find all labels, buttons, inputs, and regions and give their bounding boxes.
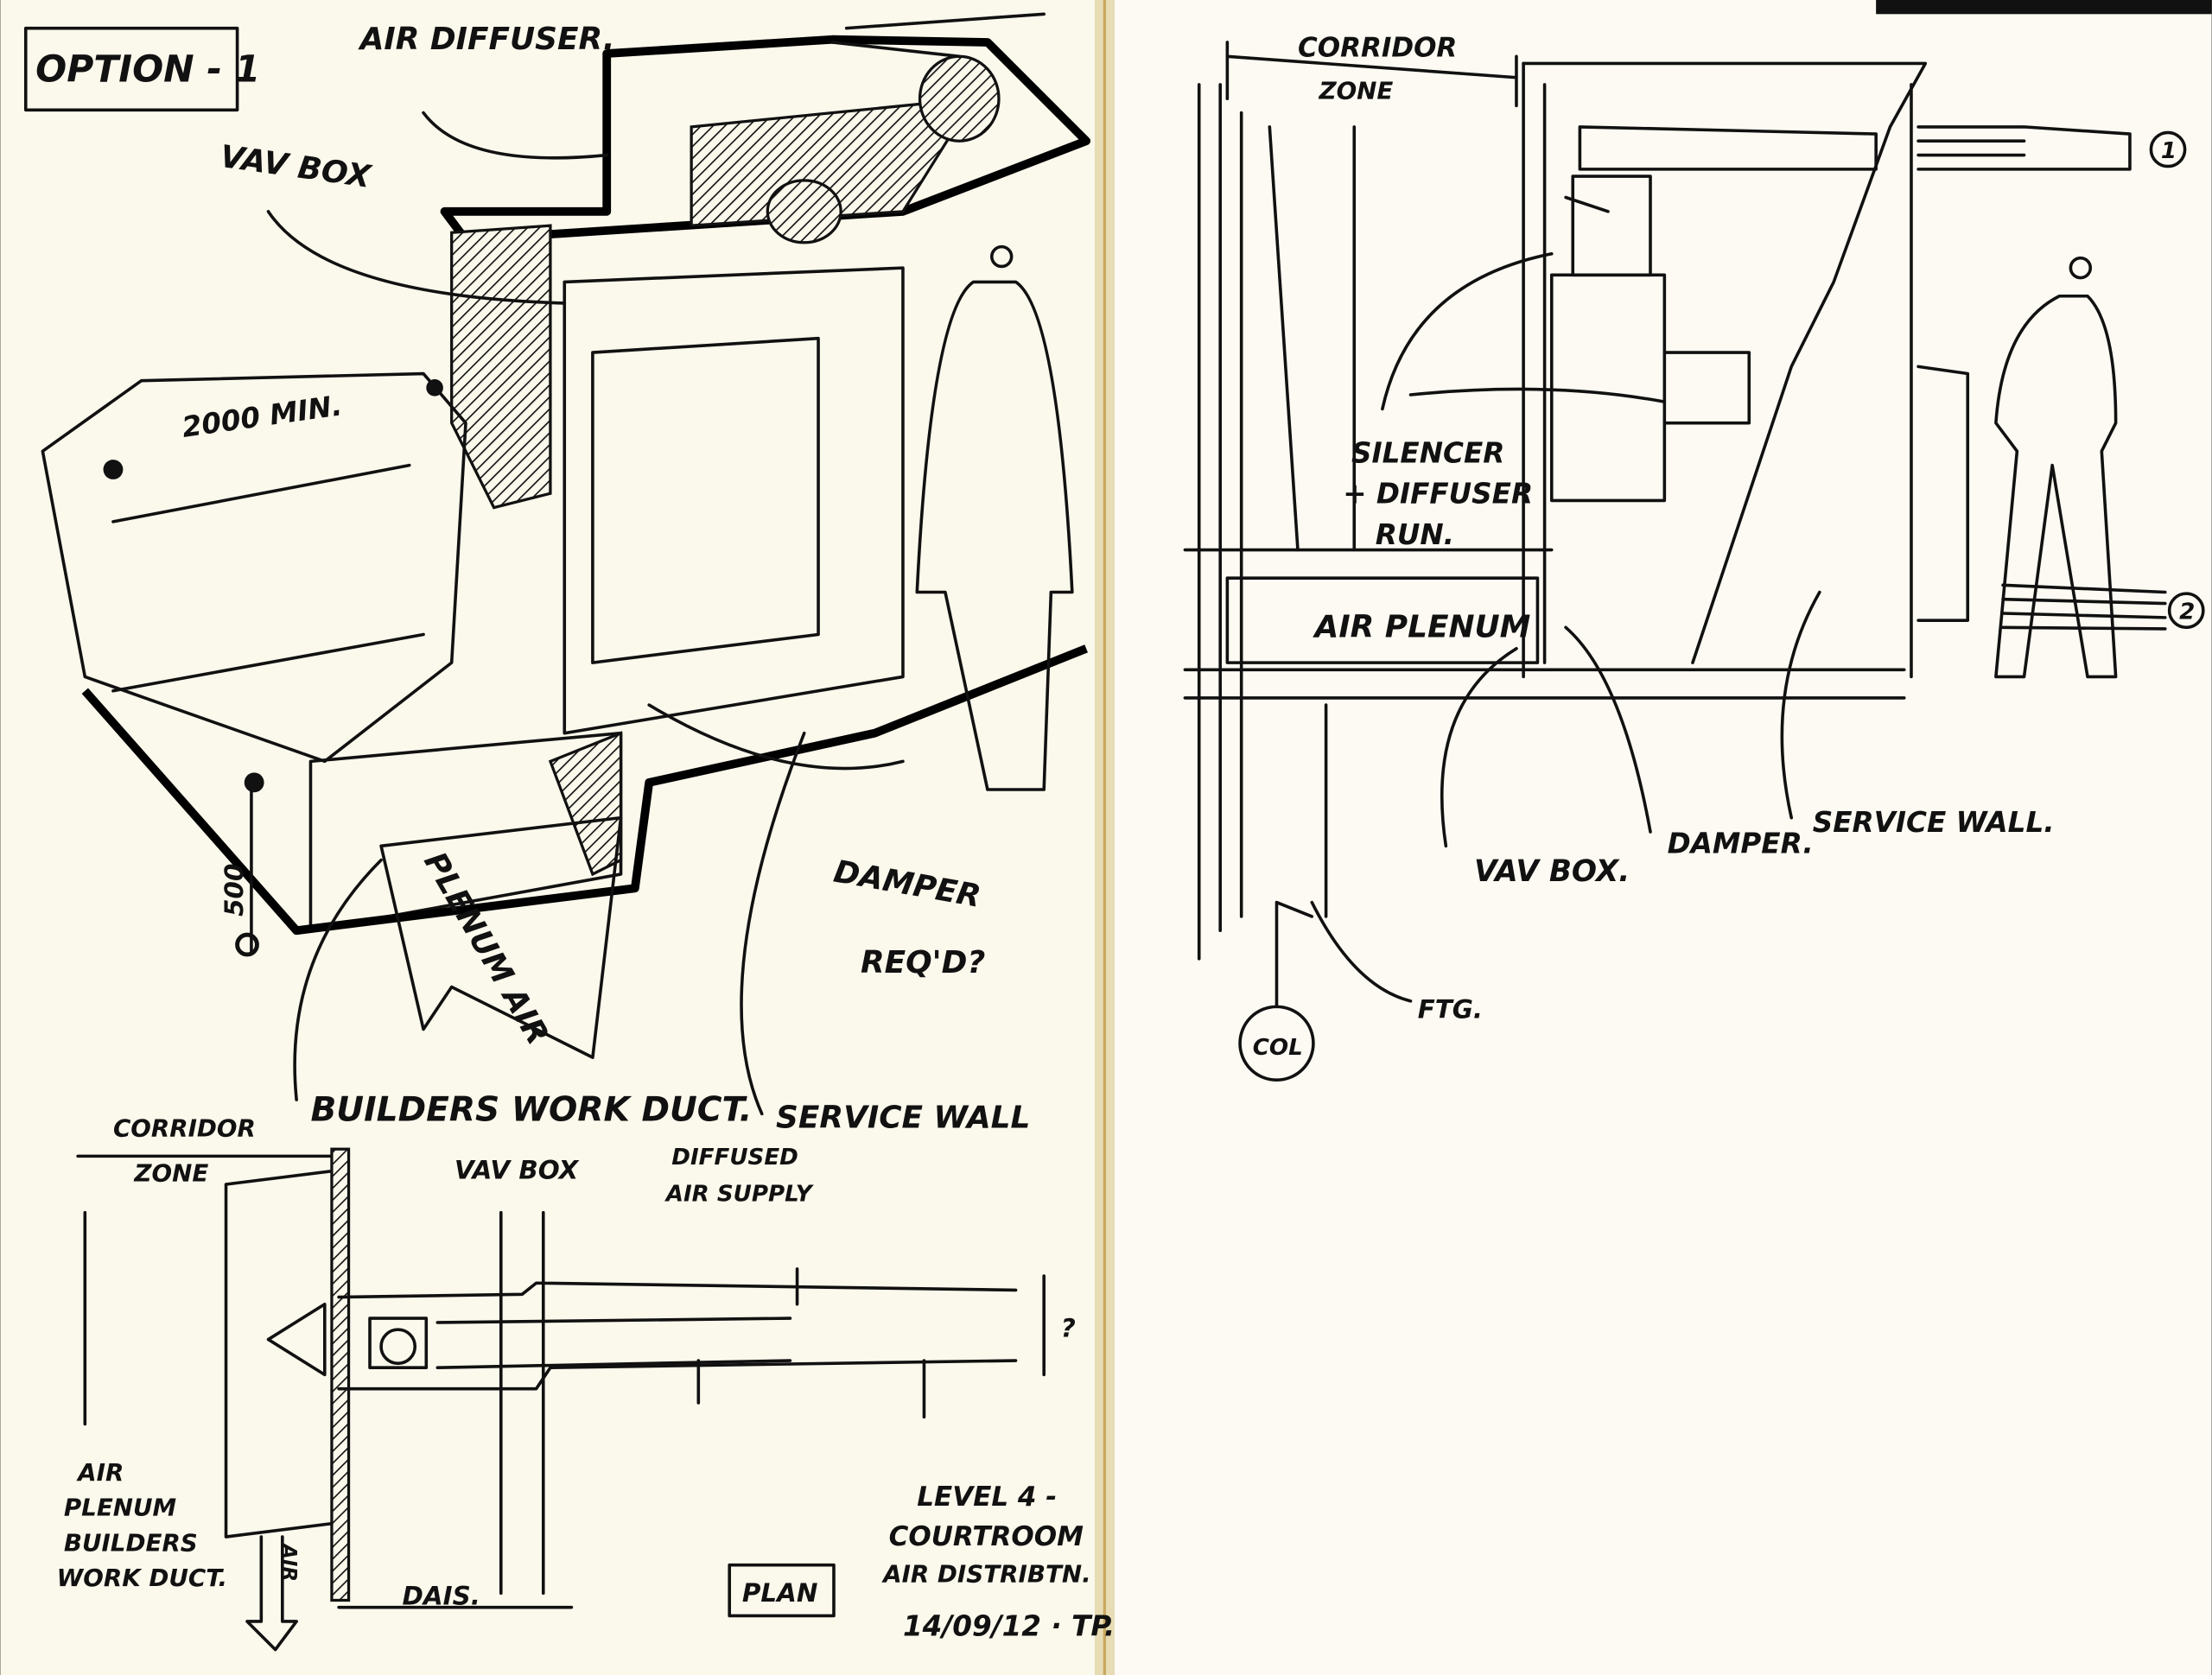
label-run: RUN. [1376,518,1454,551]
plan-question: ? [1061,1313,1076,1342]
label-damper-reqd: REQ'D? [861,945,985,980]
label-air-diffuser: AIR DIFFUSER. [358,22,615,57]
option-title: OPTION - 1 [35,49,260,92]
person-figure [915,244,1074,791]
title-courtroom: COURTROOM [889,1521,1084,1552]
label-service-wall: SERVICE WALL [776,1101,1030,1136]
label-vav-box-right: VAV BOX. [1474,854,1630,889]
label-air-plenum: AIR PLENUM [1313,610,1531,645]
title-air-distribution: AIR DISTRIBTN. [881,1559,1091,1588]
date-signature: 14/09/12 · TP. [903,1609,1115,1642]
marker-1: 1 [2161,138,2177,164]
plan-tag: PLAN [742,1578,818,1608]
section-zone: ZONE [1318,76,1393,105]
plan-diffused: DIFFUSED [671,1145,798,1171]
plan-corridor: CORRIDOR [113,1114,256,1143]
label-ftg: FTG. [1418,994,1483,1024]
plan-zone: ZONE [133,1159,208,1188]
title-level: LEVEL 4 - [917,1481,1057,1513]
plan-air-supply: AIR SUPPLY [664,1182,815,1208]
label-service-wall-right: SERVICE WALL. [1813,806,2055,839]
label-col: COL [1253,1035,1303,1061]
section-sketch [1183,41,2205,1082]
plan-air-3: BUILDERS [64,1528,198,1557]
plan-sketch [76,1147,1046,1652]
section-corridor: CORRIDOR [1298,32,1457,63]
label-diffuser-run: + DIFFUSER [1343,478,1533,511]
plan-air-4: WORK DUCT. [57,1564,227,1592]
isometric-sketch [23,12,1091,1116]
plan-air-1: AIR [76,1458,124,1487]
plan-dais: DAIS. [403,1581,480,1610]
plan-air-2: PLENUM [64,1494,177,1522]
label-damper-right: DAMPER. [1668,827,1814,860]
label-silencer: SILENCER [1351,436,1504,469]
left-page [0,0,1115,1675]
marker-2: 2 [2179,600,2195,625]
label-height-dim: 500 [219,864,249,917]
plan-vav-box: VAV BOX [454,1155,580,1184]
plan-air-arrow: AIR [277,1542,300,1582]
person-figure-right [1994,256,2118,679]
label-builders-work-duct: BUILDERS WORK DUCT. [310,1091,752,1130]
